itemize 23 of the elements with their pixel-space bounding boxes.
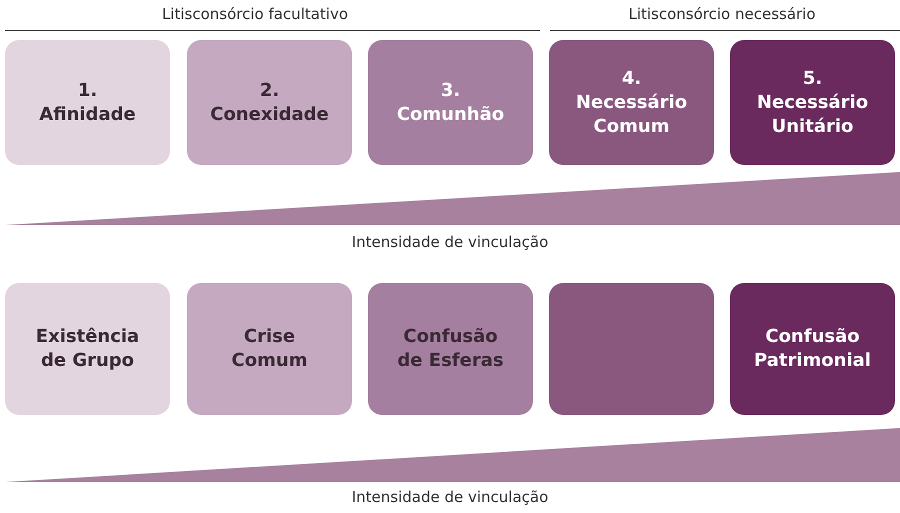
empty-box — [549, 283, 714, 415]
category-box — [187, 40, 352, 165]
box-label: Confusão Patrimonial — [753, 325, 872, 373]
category-box — [187, 283, 352, 415]
box-label: 2. Conexidade — [209, 78, 330, 126]
category-box — [730, 283, 895, 415]
box-label: 1. Afinidade — [38, 78, 137, 126]
box-label: 3. Comunhão — [396, 78, 506, 126]
category-box — [368, 40, 533, 165]
category-box — [5, 283, 170, 415]
axis-caption: Intensidade de vinculação — [352, 233, 548, 251]
group-heading: Litisconsórcio necessário — [628, 5, 816, 23]
box-label: Existência de Grupo — [34, 325, 140, 373]
category-box — [5, 40, 170, 165]
axis-caption: Intensidade de vinculação — [352, 488, 548, 506]
category-box — [730, 40, 895, 165]
group-heading: Litisconsórcio facultativo — [162, 5, 348, 23]
box-label: 5. Necessário Unitário — [756, 66, 870, 138]
box-label: 4. Necessário Comum — [574, 66, 688, 138]
box-label: Crise Comum — [230, 325, 308, 373]
category-box — [368, 283, 533, 415]
category-box — [549, 40, 714, 165]
box-label: Confusão de Esferas — [396, 325, 505, 373]
